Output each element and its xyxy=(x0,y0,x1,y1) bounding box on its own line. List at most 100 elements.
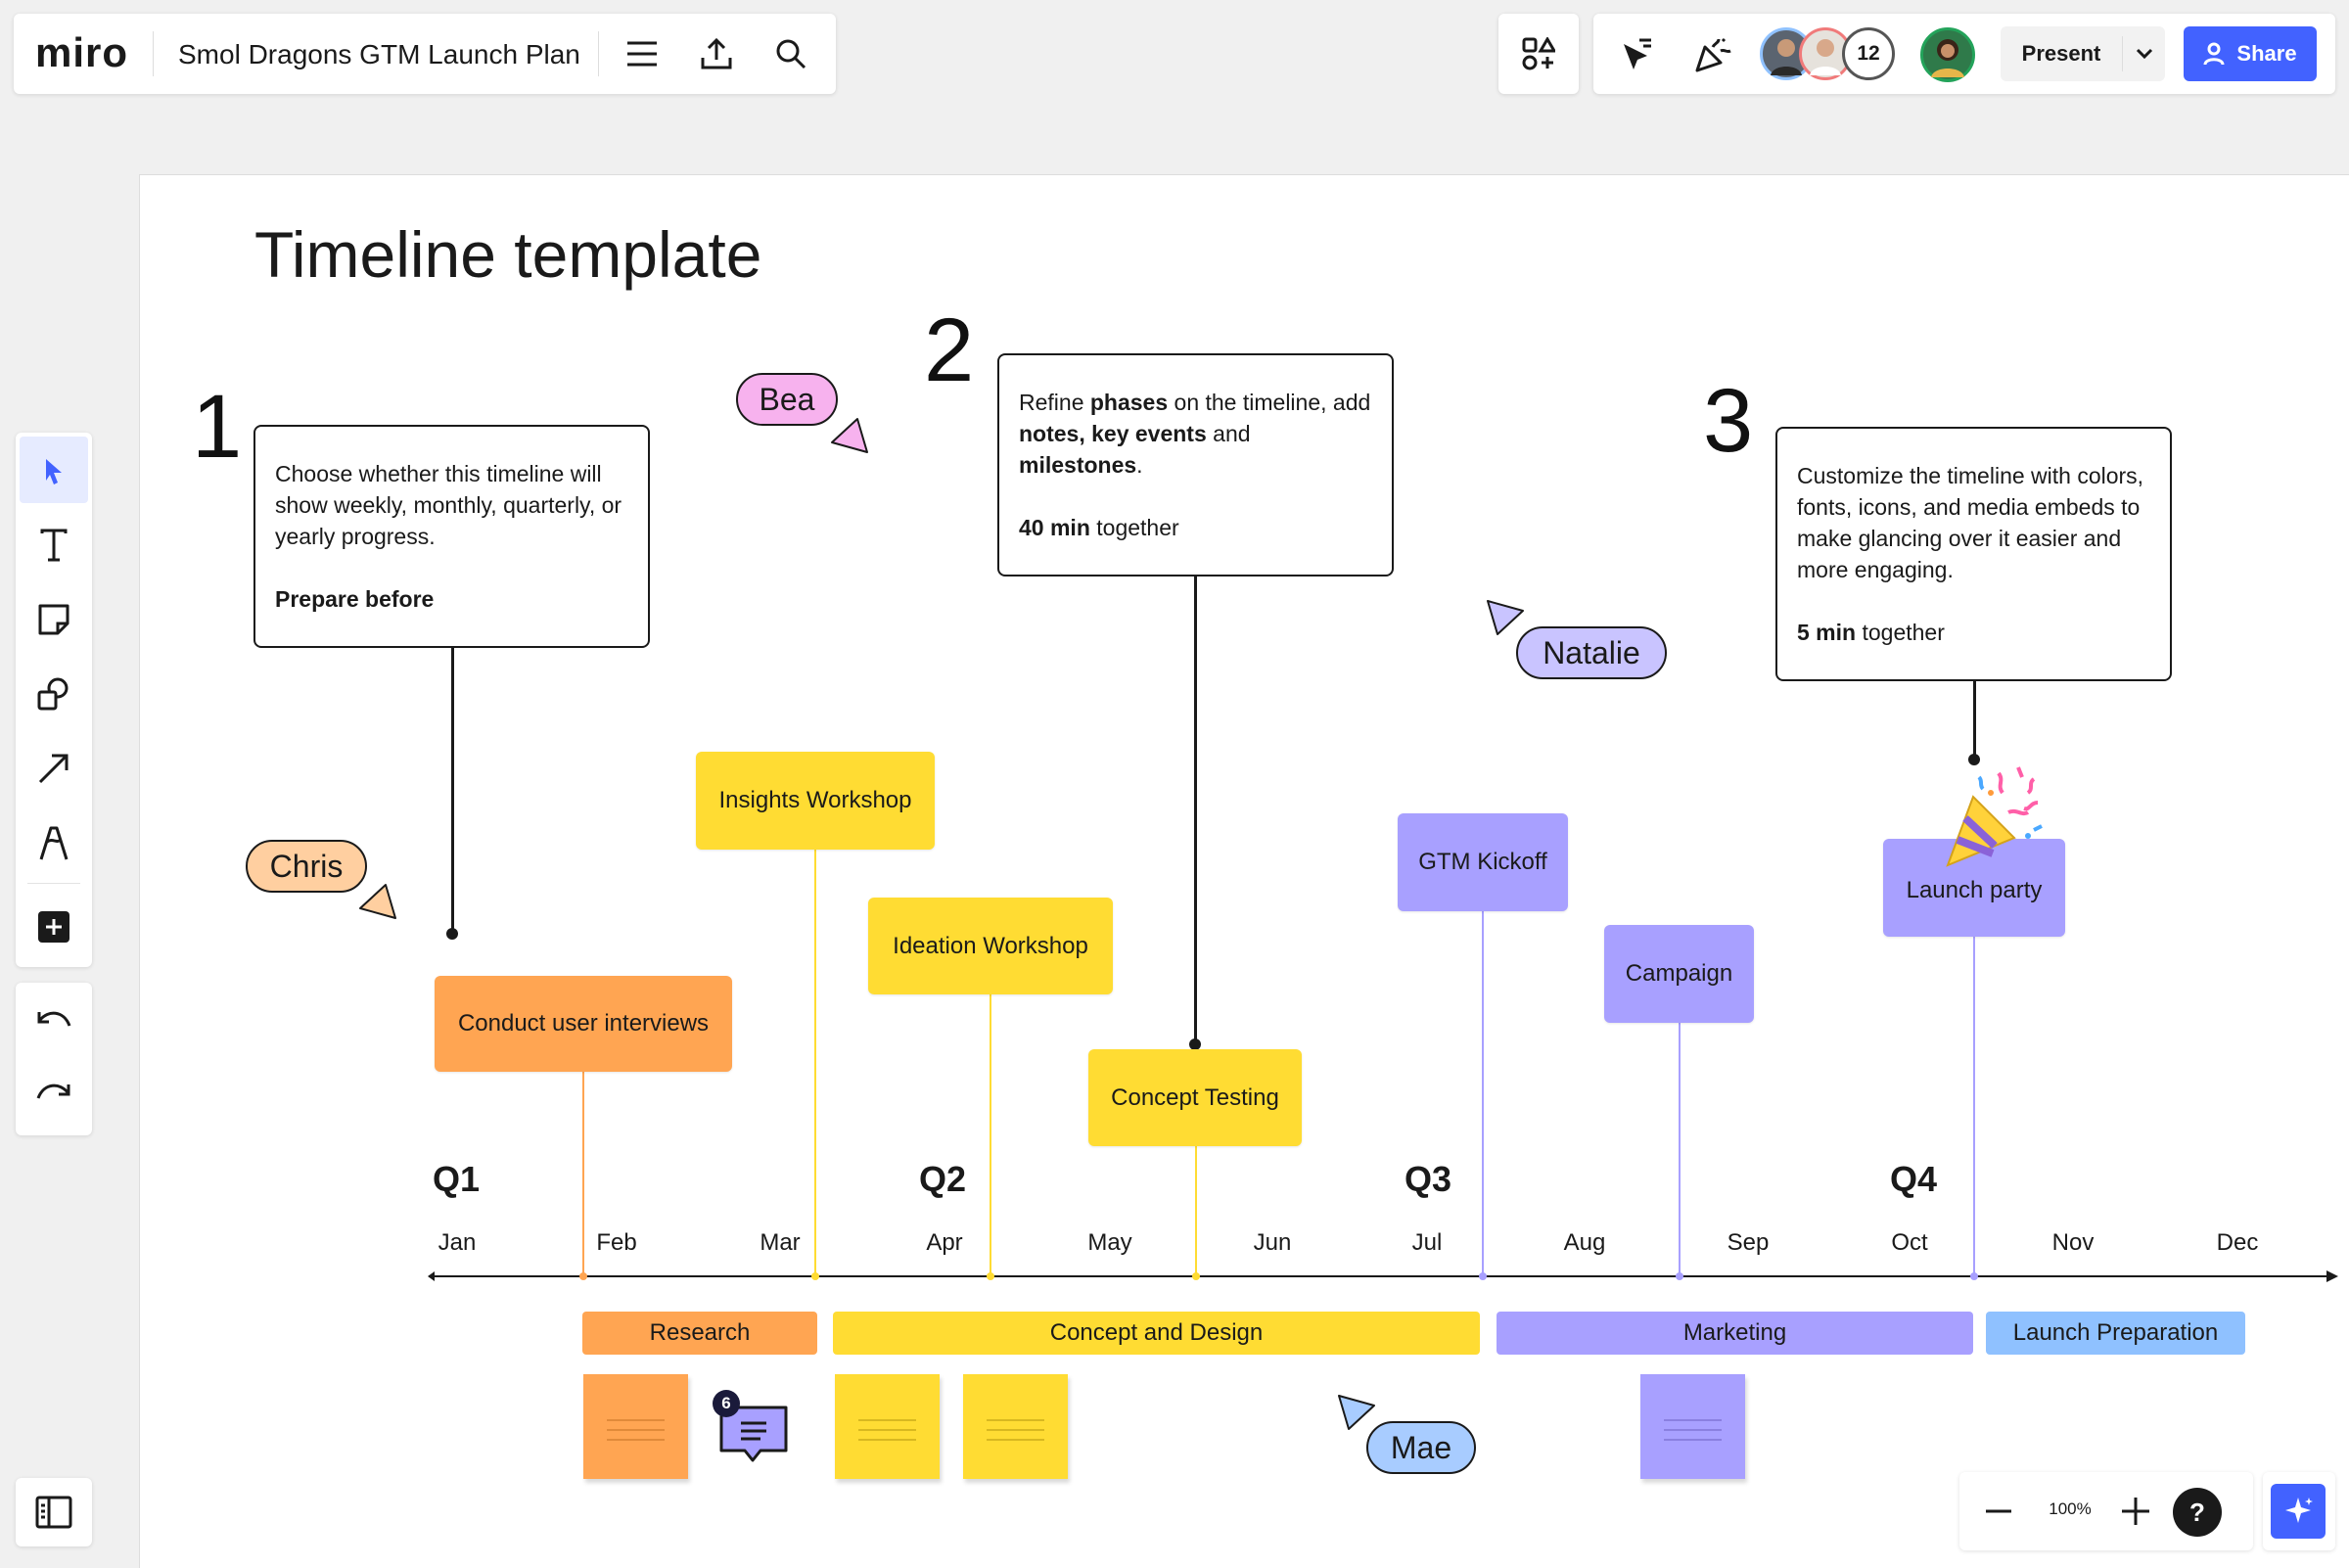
board-header: miro Smol Dragons GTM Launch Plan xyxy=(14,14,836,94)
current-user-avatar[interactable] xyxy=(1920,27,1975,82)
step-1-card[interactable]: Choose whether this timeline will show w… xyxy=(253,425,650,648)
search-icon[interactable] xyxy=(767,31,814,76)
step-2-card[interactable]: Refine phases on the timeline, add notes… xyxy=(997,353,1394,576)
event-stem xyxy=(814,850,816,1276)
month-label: Feb xyxy=(596,1229,637,1256)
zoom-in-icon[interactable] xyxy=(2106,1482,2165,1541)
step-number: 2 xyxy=(924,300,975,400)
timeline-tick xyxy=(1479,1272,1487,1280)
present-button[interactable]: Present xyxy=(2021,41,2101,66)
redo-icon[interactable] xyxy=(16,1061,92,1130)
help-icon[interactable]: ? xyxy=(2173,1488,2222,1537)
phase-concept-and-design[interactable]: Concept and Design xyxy=(833,1312,1480,1355)
ai-assist-panel xyxy=(2263,1472,2335,1550)
apps-icon[interactable] xyxy=(1498,14,1579,94)
zoom-level[interactable]: 100% xyxy=(2049,1499,2092,1518)
menu-icon[interactable] xyxy=(619,31,666,76)
sticky-note[interactable] xyxy=(1640,1374,1745,1479)
sticky-note-tool[interactable] xyxy=(16,585,92,654)
month-label: Jun xyxy=(1253,1229,1292,1256)
step-1-text: Choose whether this timeline will show w… xyxy=(275,461,622,549)
timeline-tick xyxy=(579,1272,587,1280)
share-label: Share xyxy=(2236,41,2297,66)
cursor-follow-icon[interactable] xyxy=(1611,29,1662,80)
month-label: Sep xyxy=(1727,1229,1770,1256)
connector-dot xyxy=(446,928,458,940)
board-title[interactable]: Smol Dragons GTM Launch Plan xyxy=(178,39,580,69)
connector-dot xyxy=(1968,754,1980,765)
sticky-note[interactable] xyxy=(583,1374,688,1479)
event-card-concept-testing[interactable]: Concept Testing xyxy=(1088,1049,1302,1146)
event-card-conduct-user-interviews[interactable]: Conduct user interviews xyxy=(435,976,732,1072)
present-button-group: Present xyxy=(2001,26,2165,81)
month-label: Apr xyxy=(926,1229,963,1256)
connection-line-tool[interactable] xyxy=(16,734,92,803)
select-tool[interactable] xyxy=(16,437,92,505)
cursor-label-mae: Mae xyxy=(1366,1421,1476,1474)
upload-icon[interactable] xyxy=(693,31,740,76)
apps-panel xyxy=(1498,14,1579,94)
step-3-duration: 5 min together xyxy=(1797,620,1945,645)
pen-tool[interactable] xyxy=(16,808,92,877)
step-1-duration: Prepare before xyxy=(275,586,435,612)
month-label: Jul xyxy=(1411,1229,1443,1256)
phase-research[interactable]: Research xyxy=(582,1312,817,1355)
quarter-label: Q3 xyxy=(1405,1159,1452,1199)
step-3-card[interactable]: Customize the timeline with colors, font… xyxy=(1775,427,2172,681)
step-number: 1 xyxy=(192,377,243,477)
event-stem xyxy=(1482,910,1484,1276)
event-card-insights-workshop[interactable]: Insights Workshop xyxy=(696,752,935,850)
connector-dot xyxy=(1189,1038,1201,1050)
event-stem xyxy=(1195,1145,1197,1276)
cursor-icon xyxy=(1335,1392,1378,1433)
zoom-out-icon[interactable] xyxy=(1969,1482,2028,1541)
cursor-icon xyxy=(356,881,399,922)
event-stem xyxy=(990,994,991,1276)
chevron-down-icon[interactable] xyxy=(2123,26,2165,81)
cursor-icon xyxy=(1484,597,1527,638)
sticky-note[interactable] xyxy=(963,1374,1068,1479)
miro-logo[interactable]: miro xyxy=(35,29,129,75)
cursor-label-natalie: Natalie xyxy=(1516,626,1667,679)
party-popper-icon xyxy=(1940,763,2050,871)
collaboration-bar: 12 Present Share xyxy=(1593,14,2335,94)
shapes-tool[interactable] xyxy=(16,660,92,728)
event-stem xyxy=(582,1071,584,1276)
event-card-gtm-kickoff[interactable]: GTM Kickoff xyxy=(1398,813,1568,911)
month-label: Aug xyxy=(1563,1229,1606,1256)
cursor-label-chris: Chris xyxy=(246,840,367,893)
timeline-tick xyxy=(811,1272,819,1280)
timeline-tick xyxy=(1192,1272,1200,1280)
event-stem xyxy=(1973,936,1975,1276)
connector xyxy=(1194,576,1197,1044)
history-toolbar xyxy=(16,983,92,1135)
page-title[interactable]: Timeline template xyxy=(254,218,762,291)
timeline-tick xyxy=(1676,1272,1683,1280)
zoom-controls: 100% ? xyxy=(1959,1472,2253,1550)
share-button[interactable]: Share xyxy=(2184,26,2317,81)
month-label: Jan xyxy=(438,1229,477,1256)
event-stem xyxy=(1679,1022,1681,1276)
text-tool[interactable] xyxy=(16,511,92,579)
sidebar-toggle-icon[interactable] xyxy=(16,1478,92,1546)
tools-toolbar xyxy=(16,433,92,967)
user-icon xyxy=(2203,42,2225,66)
sticky-note[interactable] xyxy=(835,1374,940,1479)
event-card-ideation-workshop[interactable]: Ideation Workshop xyxy=(868,898,1113,994)
comment-icon[interactable] xyxy=(717,1394,790,1466)
celebrate-icon[interactable] xyxy=(1687,29,1738,80)
event-card-campaign[interactable]: Campaign xyxy=(1604,925,1754,1023)
cursor-icon xyxy=(828,415,871,456)
add-more-tools-icon[interactable] xyxy=(16,893,92,961)
step-3-text: Customize the timeline with colors, font… xyxy=(1797,463,2144,582)
timeline-axis[interactable] xyxy=(427,1267,2341,1286)
phase-launch-preparation[interactable]: Launch Preparation xyxy=(1986,1312,2245,1355)
collaborator-count-badge[interactable]: 12 xyxy=(1842,27,1895,80)
undo-icon[interactable] xyxy=(16,989,92,1057)
month-label: Nov xyxy=(2051,1229,2095,1256)
ai-sparkle-icon[interactable] xyxy=(2271,1484,2326,1539)
timeline-tick xyxy=(987,1272,994,1280)
phase-marketing[interactable]: Marketing xyxy=(1497,1312,1973,1355)
cursor-label-bea: Bea xyxy=(736,373,838,426)
quarter-label: Q4 xyxy=(1890,1159,1938,1199)
